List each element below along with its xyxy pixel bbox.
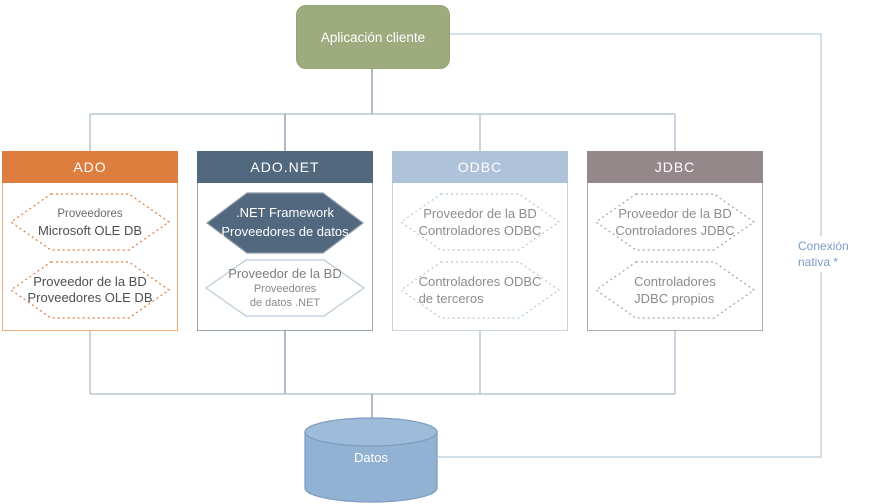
jdbc-hexagon-native-drivers <box>594 261 756 319</box>
ado-hexagon-db-provider <box>9 261 171 319</box>
client-application-label: Aplicación cliente <box>320 29 426 45</box>
odbc-panel: ODBC <box>392 151 568 331</box>
ado-header: ADO <box>2 151 178 183</box>
jdbc-panel: JDBC <box>587 151 763 331</box>
ado-panel: ADO <box>2 151 178 331</box>
odbc-header: ODBC <box>392 151 568 183</box>
ado-hexagon-providers <box>9 193 171 251</box>
adonet-framework-label: .NET Framework Proveedores de datos <box>221 205 349 239</box>
jdbc-db-provider-label: Proveedor de la BD Controladores JDBC <box>615 206 735 238</box>
datastore-label: Datos <box>354 450 388 465</box>
adonet-hexagon-db-provider <box>204 259 366 317</box>
odbc-db-provider-label: Proveedor de la BD Controladores ODBC <box>418 206 542 238</box>
ado-db-provider-label: Proveedor de la BD Proveedores OLE DB <box>27 274 153 305</box>
ado-providers-label: Proveedores Microsoft OLE DB <box>37 207 143 238</box>
jdbc-native-drivers-label: Controladores JDBC propios <box>634 274 716 306</box>
adonet-panel: ADO.NET <box>197 151 373 331</box>
client-application-box: Aplicación cliente <box>296 5 450 69</box>
datastore-cylinder-top <box>304 417 438 447</box>
odbc-hexagon-db-provider <box>399 193 561 251</box>
odbc-third-party-label: Controladores ODBC de terceros <box>418 274 542 306</box>
jdbc-header: JDBC <box>587 151 763 183</box>
datastore-cylinder-body <box>304 431 438 503</box>
jdbc-hexagon-db-provider <box>594 193 756 251</box>
native-connection-label: Conexión nativa * <box>790 236 864 272</box>
adonet-header: ADO.NET <box>197 151 373 183</box>
odbc-hexagon-third-party <box>399 261 561 319</box>
adonet-db-provider-label: Proveedor de la BD Proveedores de datos … <box>228 266 342 309</box>
adonet-hexagon-framework <box>206 192 364 254</box>
